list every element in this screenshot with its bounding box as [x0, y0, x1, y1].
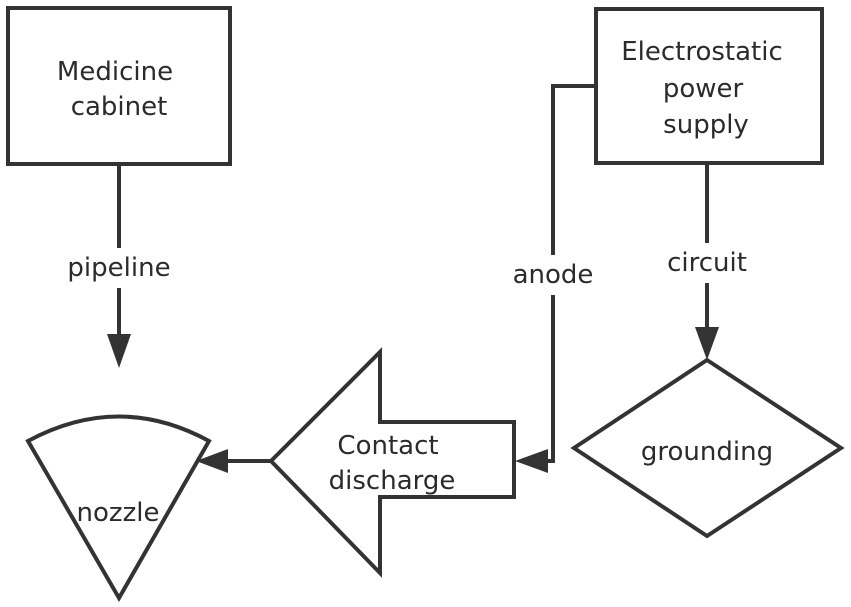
nozzle-label: nozzle — [77, 498, 160, 528]
pipeline-arrowhead — [107, 334, 131, 368]
circuit-label: circuit — [667, 248, 747, 278]
power-supply-label-line3: supply — [663, 110, 749, 140]
pipeline-label-bg — [62, 248, 176, 288]
power-supply-node: Electrostatic power supply — [594, 7, 824, 165]
power-supply-box — [594, 7, 824, 165]
grounding-node: grounding — [570, 357, 845, 539]
anode-label-bg — [508, 255, 598, 295]
contact-discharge-label-line2: discharge — [329, 466, 456, 496]
power-supply-label-line1: Electrostatic — [621, 37, 783, 67]
contact-discharge-node: Contact discharge — [268, 347, 516, 578]
anode-label: anode — [513, 260, 594, 290]
circuit-label-bg — [660, 243, 754, 283]
medicine-cabinet-box — [6, 6, 232, 166]
pipeline-connector: pipeline — [62, 164, 176, 368]
medicine-cabinet-node: Medicine cabinet — [6, 6, 232, 166]
anode-connector: anode — [508, 84, 598, 473]
pipeline-label: pipeline — [67, 253, 170, 283]
circuit-arrowhead — [695, 327, 719, 360]
nozzle-node: nozzle — [25, 414, 212, 603]
grounding-label: grounding — [641, 437, 773, 467]
contact-discharge-arrow-shape — [268, 347, 516, 578]
anode-arrowhead — [515, 449, 548, 473]
circuit-connector: circuit — [660, 163, 754, 360]
discharge-to-nozzle-arrowhead — [196, 449, 228, 473]
power-supply-label-line2: power — [663, 74, 744, 104]
contact-discharge-label-line1: Contact — [337, 431, 438, 461]
medicine-cabinet-label-line1: Medicine — [57, 57, 173, 87]
medicine-cabinet-label-line2: cabinet — [71, 92, 168, 122]
nozzle-sector — [25, 414, 212, 603]
discharge-to-nozzle-connector — [196, 449, 271, 473]
grounding-diamond — [570, 357, 845, 539]
